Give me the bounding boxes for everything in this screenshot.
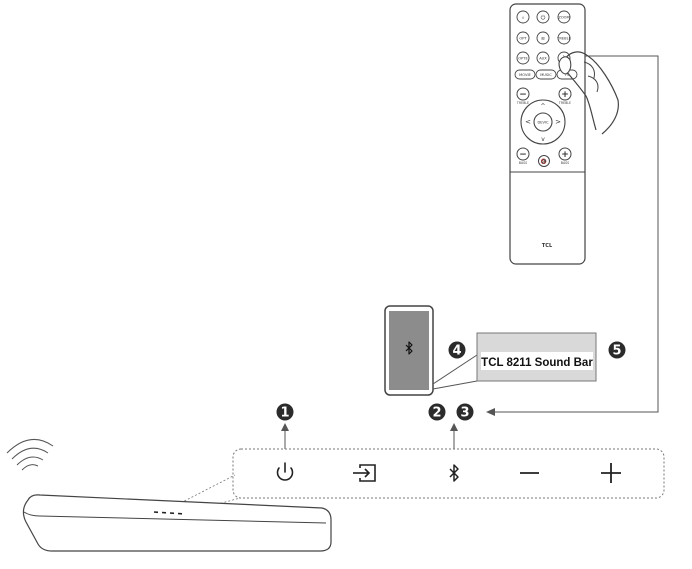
callout-line — [432, 380, 478, 390]
step-badge-2: 2 — [428, 403, 446, 421]
remote-button-treble-plus[interactable] — [558, 87, 572, 101]
remote-button-aux-label: AUX — [539, 56, 547, 60]
plus-icon: + — [561, 90, 569, 100]
remote-button-opte[interactable] — [516, 51, 530, 65]
volume-up-icon — [601, 463, 621, 483]
svg-text:4: 4 — [452, 344, 461, 359]
remote-button-bass-plus[interactable] — [558, 147, 572, 161]
panel-power-button[interactable] — [276, 462, 294, 481]
remote-connector-line — [492, 55, 659, 413]
power-icon: ⏻ — [541, 15, 546, 22]
remote-button-center-label: DEVIC — [537, 120, 549, 124]
step-badge-1: 1 — [276, 403, 294, 421]
remote-button-treble-label: TREBLE — [556, 36, 571, 40]
soundbar-top-panel-zoom — [232, 448, 665, 499]
mute-icon: 🔇 — [541, 158, 547, 165]
plus-icon: + — [561, 150, 569, 160]
svg-text:2: 2 — [432, 406, 441, 421]
remote-button-movie[interactable] — [514, 69, 536, 80]
panel-bluetooth-button[interactable] — [449, 464, 459, 482]
svg-text:5: 5 — [612, 344, 621, 359]
panel-input-button[interactable] — [353, 464, 376, 482]
remote-button-center[interactable] — [533, 112, 553, 132]
remote-treble-minus-label: TREBLE — [516, 101, 529, 105]
device-name-label: TCL 8211 Sound Bar — [481, 357, 593, 369]
remote-button-bass-minus[interactable] — [516, 147, 530, 161]
remote-button-zoom[interactable] — [557, 10, 571, 24]
remote-bass-minus-label: BASS — [519, 161, 527, 165]
remote-button-opt-label: OPT — [519, 36, 527, 40]
step-badge-5: 5 — [608, 341, 626, 359]
remote-button-treble[interactable] — [557, 31, 571, 45]
svg-text:1: 1 — [280, 406, 289, 421]
input-icon — [353, 464, 376, 482]
remote-bass-controls: − BASS 🔇 + BASS — [516, 147, 572, 167]
remote-treble-plus-label: TREBLE — [558, 101, 571, 105]
remote-brand-logo: TCL — [542, 243, 553, 249]
remote-button-music-label: MUSIC — [540, 73, 552, 77]
remote-button-music[interactable] — [535, 69, 557, 80]
arrow-head-icon — [486, 408, 495, 416]
remote-button-mute[interactable] — [538, 155, 550, 167]
remote-control: ☼ ⏻ ZOOM OPT ≋ TREBLE OPTE AUX ᛒ MO — [509, 3, 619, 265]
hand-illustration — [558, 51, 619, 135]
remote-button-wifi[interactable] — [536, 31, 550, 45]
remote-bass-plus-label: BASS — [561, 161, 569, 165]
soundbar — [22, 494, 332, 552]
sound-wave-icon — [6, 438, 54, 471]
power-icon — [276, 462, 294, 481]
step-badge-4: 4 — [448, 341, 466, 359]
remote-button-light[interactable] — [516, 10, 530, 24]
panel-volume-up-button[interactable] — [601, 463, 621, 483]
callout-line — [432, 354, 478, 385]
bulb-icon: ☼ — [521, 16, 524, 20]
bluetooth-device-popup: TCL 8211 Sound Bar — [476, 332, 597, 382]
remote-button-tv-label: TV — [564, 73, 570, 77]
remote-button-zoom-label: ZOOM — [558, 15, 569, 19]
bluetooth-icon — [405, 341, 413, 355]
chevron-right-icon: > — [555, 118, 561, 126]
chevron-left-icon: < — [525, 118, 531, 126]
remote-button-movie-label: MOVIE — [519, 73, 531, 77]
remote-button-treble-minus[interactable] — [516, 87, 530, 101]
arrow-head-icon — [450, 423, 458, 431]
remote-button-opte-label: OPTE — [518, 56, 528, 60]
wifi-icon: ≋ — [541, 36, 545, 42]
bluetooth-icon — [449, 464, 459, 482]
device-list-item[interactable] — [481, 352, 593, 370]
remote-button-opt[interactable] — [516, 31, 530, 45]
minus-icon: − — [519, 150, 527, 160]
minus-icon: − — [519, 90, 527, 100]
remote-button-power[interactable] — [536, 10, 550, 24]
phone — [384, 305, 434, 396]
arrow-head-icon — [281, 423, 289, 431]
chevron-up-icon: ^ — [540, 103, 545, 110]
remote-dpad: DEVIC ^ v < > — [520, 99, 566, 145]
svg-text:3: 3 — [460, 406, 469, 421]
remote-row-2: OPT ≋ TREBLE — [516, 31, 572, 45]
remote-button-aux[interactable] — [536, 51, 550, 65]
chevron-down-icon: v — [541, 136, 545, 143]
step-badge-3: 3 — [456, 403, 474, 421]
remote-treble-controls: − TREBLE + TREBLE — [516, 87, 572, 105]
remote-row-1: ☼ ⏻ ZOOM — [516, 10, 571, 24]
